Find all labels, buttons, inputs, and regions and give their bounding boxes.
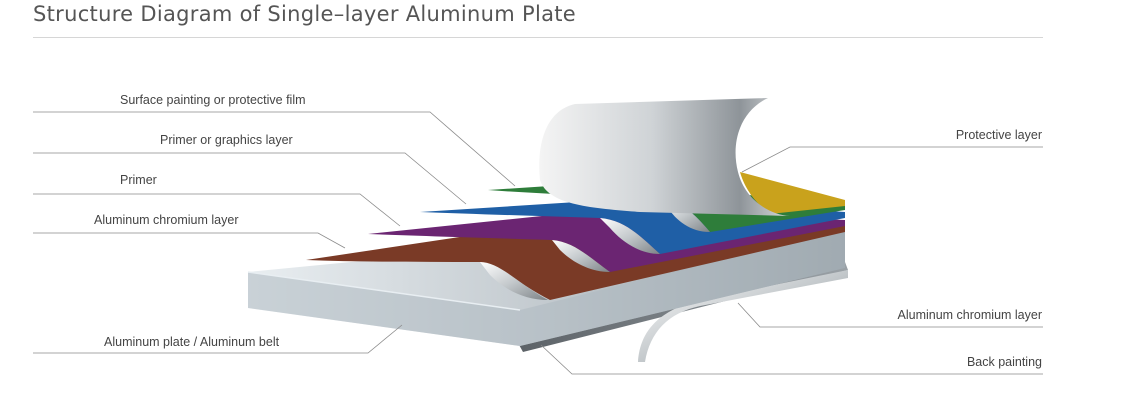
aluminum-plate-highlight bbox=[247, 271, 521, 311]
label-back-painting: Back painting bbox=[967, 355, 1042, 369]
leader-protective-layer bbox=[741, 146, 1043, 173]
blue-layer-curl bbox=[600, 218, 660, 254]
label-primer-graphics: Primer or graphics layer bbox=[160, 133, 293, 147]
label-surface-painting: Surface painting or protective film bbox=[120, 93, 306, 107]
leader-aluminum-chromium-left bbox=[33, 232, 346, 249]
label-aluminum-chromium-right: Aluminum chromium layer bbox=[898, 308, 1042, 322]
label-aluminum-chromium-left: Aluminum chromium layer bbox=[94, 213, 238, 227]
leader-primer bbox=[33, 193, 401, 227]
label-primer: Primer bbox=[120, 173, 157, 187]
back-painting-curl bbox=[638, 270, 848, 362]
leader-primer-graphics bbox=[33, 152, 467, 205]
protective-film-curl bbox=[539, 98, 790, 216]
leader-aluminum-plate bbox=[33, 324, 403, 354]
leader-lines bbox=[33, 111, 1043, 375]
leader-aluminum-chromium-right bbox=[737, 302, 1043, 328]
label-aluminum-plate: Aluminum plate / Aluminum belt bbox=[104, 335, 280, 349]
aluminum-plate-edge bbox=[248, 230, 845, 346]
label-protective-layer: Protective layer bbox=[956, 128, 1042, 142]
diagram-title: Structure Diagram of Single–layer Alumin… bbox=[33, 2, 577, 26]
brown-layer-curl bbox=[480, 262, 548, 300]
leader-surface-painting bbox=[33, 111, 516, 187]
protective-layer-sheet bbox=[740, 172, 845, 214]
purple-layer-curl bbox=[552, 240, 610, 272]
leader-back-painting bbox=[540, 344, 1043, 375]
title-divider bbox=[33, 37, 1043, 38]
